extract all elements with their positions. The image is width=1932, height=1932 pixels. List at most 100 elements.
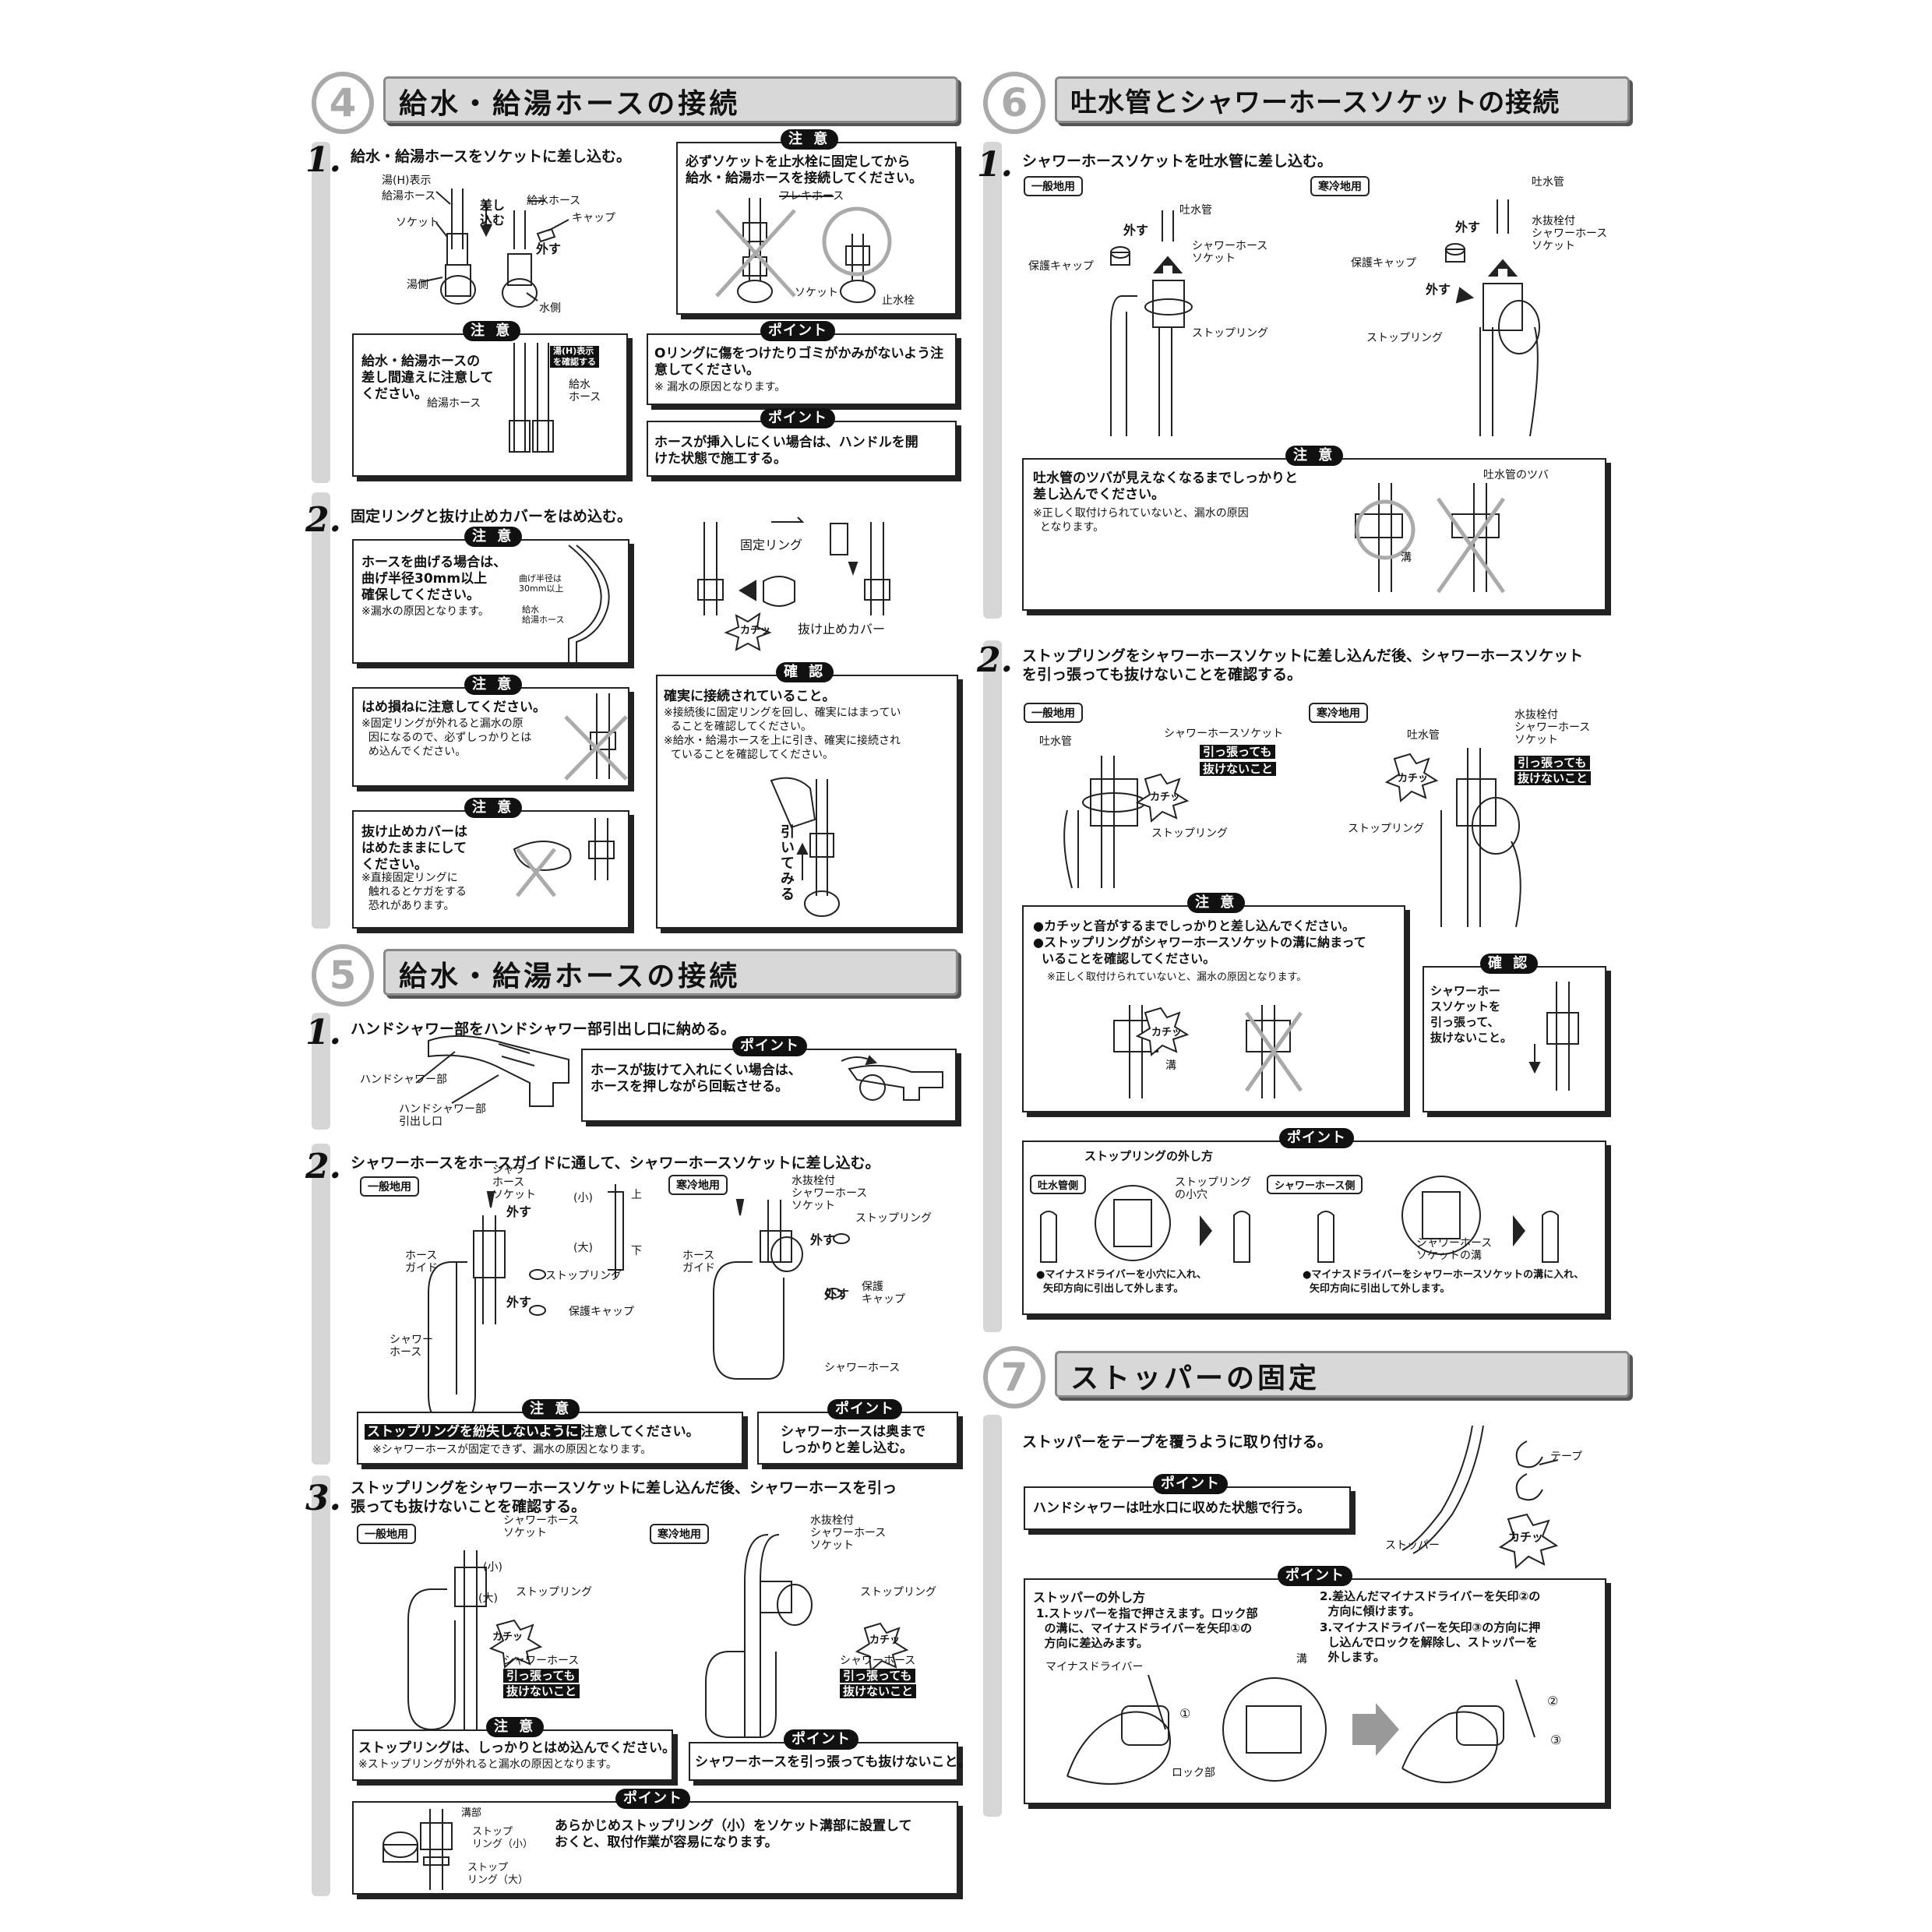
label-kachi-s6-2: カチッ — [1150, 791, 1181, 803]
caution-rest: 注意してください。 — [580, 1424, 700, 1440]
caution-tag: 注 意 — [464, 798, 523, 818]
label-socket-c: ソケット — [795, 287, 838, 299]
s5-step1-point-text: ホースが抜けて入れにくい場合は、 ホースを押しながら回転させる。 — [591, 1063, 802, 1095]
label-hazusu: 外す — [536, 242, 562, 256]
label-stop-ring-s5c: ストップリング — [855, 1212, 932, 1225]
s4-step2-text: 固定リングと抜け止めカバーをはめ込む。 — [351, 508, 633, 525]
label-sashikomu: 差し 込む — [480, 198, 506, 227]
s5-step2-caution-text: ストップリングを紛失しないように注意してください。 — [365, 1424, 700, 1440]
s4-caution-mixup-text: 給水・給湯ホースの 差し間違えに注意して ください。 — [361, 354, 494, 402]
badge-cold-s6-2: 寒冷地用 — [1309, 703, 1368, 723]
label-mizo-caution: 溝 — [1165, 1059, 1176, 1072]
section-5-number: 5 — [312, 944, 374, 1007]
s7-point2-s1: 1.ストッパーを指で押さえます。ロック部 の溝に、マイナスドライバーを矢印①の … — [1036, 1606, 1258, 1650]
section-6-step2-bar — [983, 640, 1002, 1332]
label-shower-socket-s6: シャワーホース ソケット — [1192, 240, 1268, 265]
s5-step1-number: 1. — [305, 1013, 341, 1052]
label-hazusu-s5b: 外す — [506, 1295, 532, 1310]
label-mizunuki-s6: 水抜栓付 シャワーホース ソケット — [1532, 215, 1608, 252]
section-4-step2-bar — [312, 492, 330, 929]
label-small-s5: (小) — [573, 1192, 593, 1204]
s7-point2-s3: 3.マイナスドライバーを矢印③の方向に押 し込んでロックを解除し、ストッパーを … — [1320, 1620, 1541, 1664]
label-m3: ③ — [1550, 1733, 1562, 1747]
label-driver: マイナスドライバー — [1045, 1661, 1144, 1673]
s5-step2-number: 2. — [305, 1147, 341, 1186]
label-socket: ソケット — [396, 217, 439, 229]
s4-caution-fit-note: ※固定リングが外れると漏水の原 因になるので、必ずしっかりとは め込んでください… — [361, 717, 532, 758]
label-ue: 上 — [631, 1189, 642, 1201]
label-kyuto-hose-c: 給湯ホース — [427, 397, 481, 410]
label-tape: テープ — [1550, 1451, 1583, 1463]
section-6-title: 吐水管とシャワーホースソケットの接続 — [1070, 87, 1560, 118]
label-small-ring: ストップ リング（小） — [472, 1826, 534, 1850]
s6-step1-caution-note: ※正しく取付けられていないと、漏水の原因 となります。 — [1033, 507, 1249, 534]
point-tag: ポイント — [760, 408, 835, 428]
label-stop-ring-s6-2c: ストップリング — [1348, 823, 1424, 835]
label-stop-ring-s5-3: ストップリング — [516, 1586, 592, 1599]
label-shower-hose-s5-3: シャワーホース — [503, 1655, 580, 1667]
s5-step3-point2-text: あらかじめストップリング（小）をソケット溝部に設置して おくと、取付作業が容易に… — [555, 1818, 912, 1850]
label-stopper: ストッパー — [1385, 1539, 1440, 1552]
badge-cold-s6: 寒冷地用 — [1310, 176, 1370, 196]
label-flex: フレキホース — [779, 190, 844, 203]
label-yugawa: 湯側 — [407, 279, 428, 291]
label-tosuikan-s6-2c: 吐水管 — [1407, 729, 1440, 742]
label-m1: ① — [1179, 1706, 1191, 1721]
label-hazusu-s6c: 外す — [1455, 220, 1481, 234]
s4-step2-number: 2. — [305, 500, 341, 540]
label-mizo-s5: 溝部 — [461, 1807, 482, 1819]
label-lock: ロック部 — [1172, 1767, 1215, 1779]
badge-shower-side: シャワーホース側 — [1267, 1175, 1363, 1194]
s5-step1-text: ハンドシャワー部をハンドシャワー部引出し口に納める。 — [351, 1021, 736, 1038]
label-stop-ring-s6c: ストップリング — [1366, 332, 1443, 344]
caution-tag: 注 意 — [1285, 446, 1344, 466]
label-hikidashi: ハンドシャワー部 引出し口 — [399, 1103, 486, 1128]
label-nukenai-s6-2: 抜けないこと — [1200, 762, 1277, 776]
s5-step2-caution-note: ※シャワーホースが固定できず、漏水の原因となります。 — [372, 1444, 652, 1456]
label-stop-ring-s6: ストップリング — [1192, 327, 1268, 340]
s6-step2-caution-note: ※正しく取付けられていないと、漏水の原因となります。 — [1047, 971, 1307, 983]
s4-confirm-note: ※接続後に固定リングを回し、確実にはまってい ることを確認してください。 ※給水… — [664, 707, 901, 761]
label-radius: 曲げ半径は 30mm以上 — [519, 573, 564, 594]
label-hose-guide: ホース ガイド — [405, 1250, 438, 1274]
label-kyusui-hose-c: 給水 ホース — [569, 379, 601, 404]
caution-tag: 注 意 — [486, 1717, 545, 1737]
label-kachi-caution: カチッ — [1151, 1027, 1183, 1038]
label-hazusu-s6: 外す — [1123, 223, 1149, 238]
section-6-number: 6 — [983, 72, 1045, 134]
section-5-step1-bar — [312, 1013, 330, 1130]
label-kachi-s7: カチッ — [1508, 1530, 1544, 1544]
s6-point-note2: ●マイナスドライバーをシャワーホースソケットの溝に入れ、 矢印方向に引出して外し… — [1303, 1269, 1585, 1295]
point-tag: ポイント — [615, 1789, 690, 1809]
label-yu-h: 湯(H)表示 — [382, 175, 432, 187]
s6-step2-confirm-text: シャワーホー スソケットを 引っ張って、 抜けないこと。 — [1430, 984, 1513, 1045]
s4-caution-bend-note: ※漏水の原因となります。 — [361, 605, 489, 618]
s4-step1-number: 1. — [305, 140, 341, 180]
label-hogo-cap-s6c: 保護キャップ — [1351, 257, 1416, 270]
badge-general-s5-3: 一般地用 — [357, 1524, 416, 1544]
s6-step2-caution-text: ●カチッと音がするまでしっかりと差し込んでください。 ●ストップリングがシャワー… — [1033, 918, 1366, 966]
label-stop-ring-s5-3c: ストップリング — [860, 1586, 936, 1599]
label-kachi-s6-2c: カチッ — [1398, 773, 1429, 784]
label-stop-ring-s5: ストップリング — [545, 1270, 622, 1282]
s4-caution-fit-text: はめ損ねに注意してください。 — [361, 700, 546, 715]
s6-step1-caution-text: 吐水管のツバが見えなくなるまでしっかりと 差し込んでください。 — [1033, 471, 1298, 502]
section-5-header — [383, 949, 958, 996]
s7-point1-text: ハンドシャワーは吐水口に収めた状態で行う。 — [1033, 1500, 1310, 1516]
s7-point2-s2: 2.差込んだマイナスドライバーを矢印②の 方向に傾けます。 — [1320, 1589, 1541, 1618]
s4-caution-cover-note: ※直接固定リングに 触れるとケガをする 恐れがあります。 — [361, 872, 467, 912]
label-nukenai-s5-3c: 抜けないこと — [840, 1684, 917, 1698]
s4-caution-cover-text: 抜け止めカバーは はめたままにして ください。 — [361, 824, 467, 873]
label-tosuikan-s6: 吐水管 — [1179, 204, 1212, 217]
s5-step2-point — [757, 1412, 958, 1465]
s6-step1-text: シャワーホースソケットを吐水管に差し込む。 — [1022, 153, 1333, 170]
